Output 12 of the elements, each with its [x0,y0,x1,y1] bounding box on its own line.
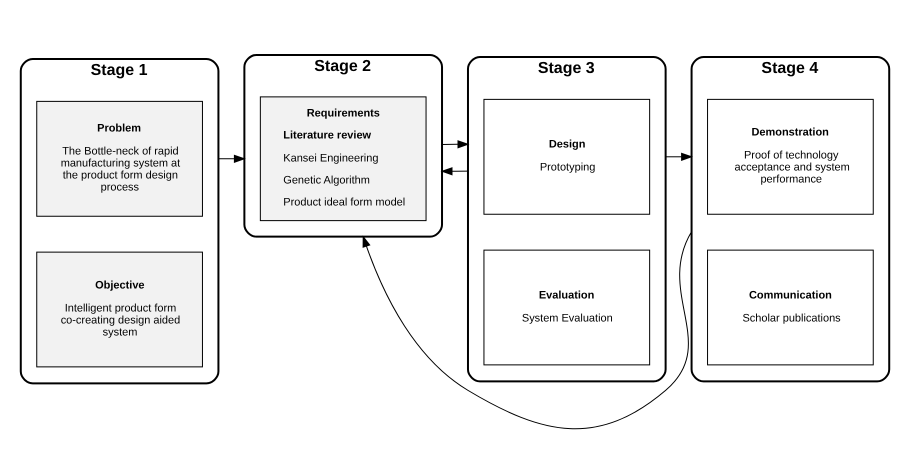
node-box: Evaluation System Evaluation [483,249,650,365]
node-box: Communication Scholar publications [707,249,874,365]
node-box: Objective Intelligent product form co-creating design aided system [36,251,203,367]
node-box: Problem The Bottle-neck of rapid manufacturing system at the product form design process [36,100,203,216]
arrow [442,140,470,148]
arrow [362,230,692,429]
node-box: Design Prototyping [483,98,650,214]
arrow [665,152,694,160]
arrow [440,166,468,175]
arrow [218,154,246,162]
node-box: Requirements Literature review Kansei Engineering Genetic Algorithm Product ideal form model [260,96,427,221]
node-box: Demonstration Proof of technology acceptance and system performance [707,98,874,214]
